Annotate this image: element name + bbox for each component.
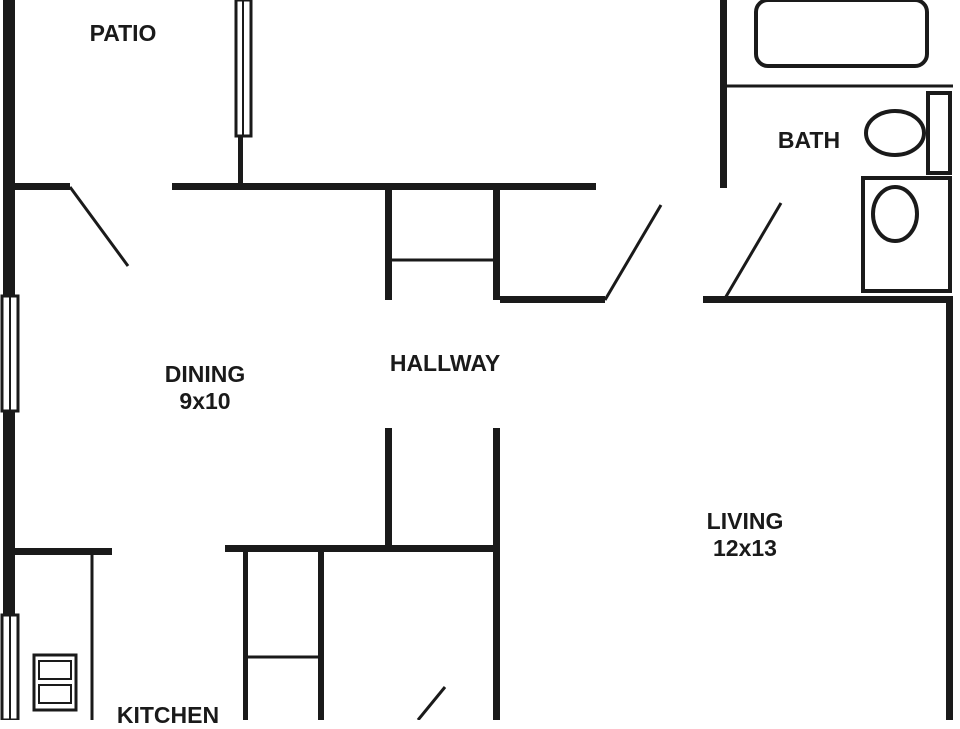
wall-closet-right [493,190,500,300]
door-swings [68,186,783,720]
wall-pantry-left [243,552,248,720]
room-label-hallway: HALLWAY [390,350,500,377]
wall-left-exterior-lower [3,410,15,620]
room-label-kitchen: KITCHEN [117,702,219,729]
wall-patio-hall [172,183,596,190]
windows [0,0,253,720]
room-size: 9x10 [179,388,231,414]
wall-closet-bottom [500,296,605,303]
thin-lines [90,84,953,720]
room-name: DINING [164,361,246,387]
bathtub-icon [754,0,929,68]
room-label-dining: DINING 9x10 [165,361,246,415]
room-label-patio: PATIO [90,20,157,47]
room-label-living: LIVING 12x13 [707,508,784,562]
room-size: 12x13 [713,535,777,561]
door-swing-icon [68,186,130,267]
door-swing-icon [722,202,783,301]
wall-bath-left [720,0,727,188]
wall-kitchen-top [225,545,495,552]
room-name: KITCHEN [116,702,220,728]
wall-patio-left [15,183,70,190]
wall-kitchen-top-left [15,548,112,555]
wall-left-exterior [3,0,15,300]
sink-icon [871,185,919,243]
wall-hall-lower-left [385,428,392,550]
fixtures [32,0,952,712]
door-swing-icon [416,686,447,720]
toilet-tank [926,91,952,175]
wall-closet-left [385,190,392,300]
wall-hall-lower-right [493,428,500,720]
wall-right-exterior [946,303,953,720]
room-name: HALLWAY [389,350,501,376]
room-name: LIVING [706,508,784,534]
door-swing-icon [603,204,663,301]
room-label-bath: BATH [778,127,840,154]
room-name: BATH [777,127,841,153]
toilet-icon [864,109,926,157]
wall-pantry-right [318,552,324,720]
wall-bath-bottom [703,296,953,303]
room-name: PATIO [89,20,157,46]
